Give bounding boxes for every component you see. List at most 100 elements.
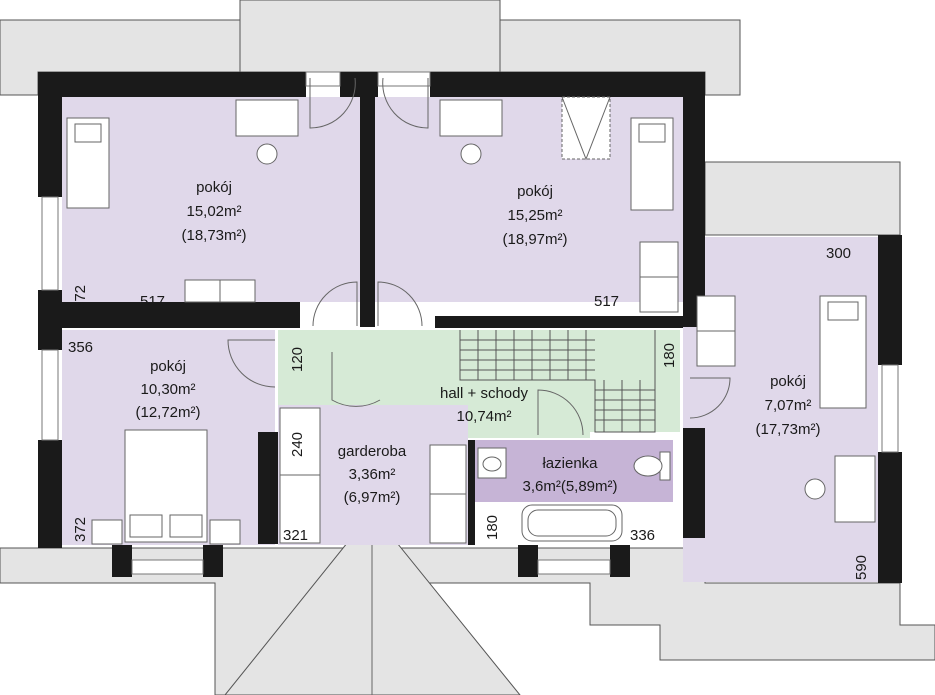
window-left-upper [41, 196, 59, 291]
room-name-pokoj-bottom-left: pokój [150, 358, 186, 375]
room-name-pokoj-top-right: pokój [517, 183, 553, 200]
desk-right [834, 455, 876, 523]
room-total-pokoj-bottom-left: (12,72m²) [135, 404, 200, 421]
room-area-pokoj-right: 7,07m² [765, 397, 812, 414]
dimension-321: 321 [283, 527, 308, 544]
wall-left-upper [38, 97, 62, 197]
roof-right-upper [704, 161, 901, 236]
room-name-garderoba: garderoba [338, 443, 407, 460]
wardrobe-mark [561, 96, 611, 161]
door-lazienka [537, 389, 584, 436]
room-area-lazienka: 3,6m²(5,89m²) [522, 478, 617, 495]
desk-top-right [439, 99, 503, 137]
bathtub-inner [527, 509, 617, 537]
wall-right-mid [683, 428, 705, 538]
wall-partition-vertical [360, 97, 375, 327]
room-area-hall: 10,74m² [456, 408, 511, 425]
wall-mid-horizontal-left [62, 302, 300, 328]
dimension-590: 590 [853, 555, 870, 580]
dimension-517-right: 517 [594, 293, 619, 310]
dimension-120: 120 [289, 347, 306, 372]
floor-hall [278, 330, 680, 438]
dimension-180-bath: 180 [484, 515, 501, 540]
wall-top-mid [340, 72, 378, 97]
dimension-372-top: 372 [72, 285, 89, 310]
roof-bottom [0, 547, 935, 695]
wall-left-lower [38, 440, 62, 548]
stair-outline [459, 330, 656, 433]
wall-left-mid [38, 290, 62, 350]
pillow [129, 514, 163, 538]
room-name-lazienka: łazienka [542, 455, 598, 472]
room-area-pokoj-bottom-left: 10,30m² [140, 381, 195, 398]
dimension-517-left: 517 [140, 293, 165, 310]
washbasin [477, 447, 507, 479]
wall-far-right-upper [878, 235, 902, 365]
nightstand [91, 519, 123, 545]
door-top-left-swing [309, 77, 356, 129]
room-area-garderoba: 3,36m² [349, 466, 396, 483]
wall-mid-horizontal-right [435, 316, 683, 328]
dimension-labels: 372 517 517 300 356 120 180 240 321 372 … [68, 245, 870, 580]
dimension-372-bottom: 372 [72, 517, 89, 542]
wall-right-upper [683, 72, 705, 327]
chair-right [804, 478, 826, 500]
door-hall-right [377, 281, 423, 327]
room-name-pokoj-top-left: pokój [196, 179, 232, 196]
room-total-pokoj-top-right: (18,97m²) [502, 231, 567, 248]
room-name-pokoj-right: pokój [770, 373, 806, 390]
chair-top-left [256, 143, 278, 165]
wardrobe-top-right [561, 96, 611, 160]
wall-bottom-mid [518, 545, 538, 577]
room-area-pokoj-top-right: 15,25m² [507, 207, 562, 224]
wall-bottom-mid2 [610, 545, 630, 577]
door-bedroom-bl [227, 339, 276, 388]
floor-pokoj-top-left [62, 97, 360, 302]
roof-dormer [239, 0, 501, 73]
furniture [66, 96, 876, 545]
toilet-bowl [633, 455, 663, 477]
window-bottom-mid [537, 559, 611, 575]
window-top-left [305, 71, 341, 87]
bathtub [521, 504, 623, 542]
room-name-hall: hall + schody [440, 385, 528, 402]
bed-top-right [630, 117, 674, 211]
desk-top-left [235, 99, 299, 137]
room-labels: pokój 15,02m² (18,73m²) pokój 15,25m² (1… [135, 179, 820, 506]
pillow [638, 123, 666, 143]
pillow [169, 514, 203, 538]
walls [38, 72, 902, 583]
windows [41, 71, 899, 575]
washbasin-bowl [482, 456, 502, 472]
wall-top-left [38, 72, 306, 97]
door-garderoba [331, 352, 381, 407]
dimension-336: 336 [630, 527, 655, 544]
wall-garderoba-left [258, 432, 278, 544]
room-total-pokoj-top-left: (18,73m²) [181, 227, 246, 244]
window-left-lower [41, 349, 59, 441]
pillow [74, 123, 102, 143]
wall-garderoba-right [468, 440, 475, 545]
nightstand [209, 519, 241, 545]
room-total-garderoba: (6,97m²) [344, 489, 401, 506]
chair-top-right [460, 143, 482, 165]
pillow [827, 301, 859, 321]
door-top-right-swing [382, 77, 429, 129]
floor-pokoj-right [683, 237, 878, 582]
door-hall-left [312, 281, 358, 327]
dimension-356: 356 [68, 339, 93, 356]
dimension-300: 300 [826, 245, 851, 262]
wall-bottom-left2 [203, 545, 223, 577]
wall-bottom-left [112, 545, 132, 577]
dimension-180-hall: 180 [661, 343, 678, 368]
doors [227, 77, 731, 436]
window-bottom-left [131, 559, 204, 575]
window-top-right [377, 71, 431, 87]
window-right [881, 364, 899, 453]
door-pokoj-right [689, 377, 731, 419]
room-total-pokoj-right: (17,73m²) [755, 421, 820, 438]
room-area-pokoj-top-left: 15,02m² [186, 203, 241, 220]
dimension-240: 240 [289, 432, 306, 457]
